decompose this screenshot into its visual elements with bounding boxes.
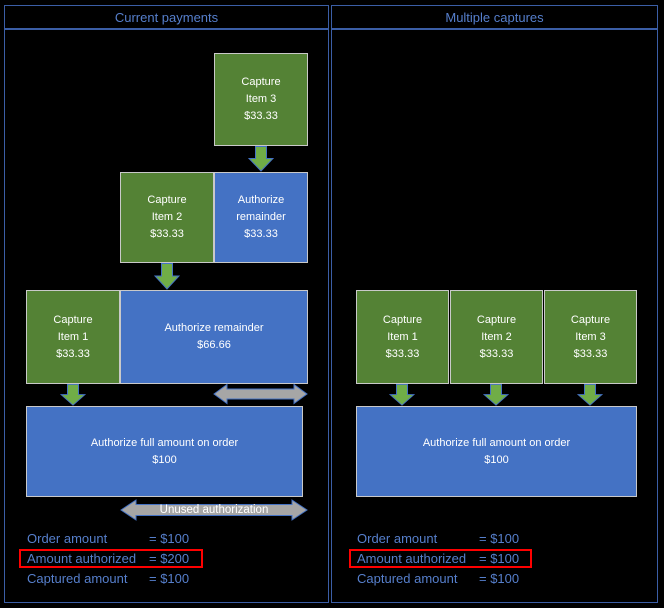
summary-value: = $100 — [479, 551, 520, 566]
summary-value: = $100 — [479, 571, 520, 586]
left-authorize-remainder-66-box: Authorize remainder $66.66 — [120, 290, 308, 384]
left-capture-item3-box: Capture Item 3 $33.33 — [214, 53, 308, 146]
box-line: Capture — [53, 313, 93, 326]
left-panel-header: Current payments — [4, 5, 329, 29]
box-line: $33.33 — [150, 228, 184, 240]
right-authorize-full-box: Authorize full amount on order $100 — [356, 406, 637, 497]
box-line: Authorize — [237, 194, 285, 206]
down-arrow-icon — [577, 384, 603, 406]
left-authorize-full-box: Authorize full amount on order $100 — [26, 406, 303, 497]
summary-row-amount-authorized: Amount authorized = $200 — [20, 550, 189, 568]
box-line: Item 1 — [57, 330, 89, 343]
box-line: Item 1 — [387, 330, 418, 343]
box-line: $100 — [484, 453, 509, 466]
summary-row-captured-amount: Captured amount = $100 — [20, 570, 189, 588]
double-arrow-icon — [213, 383, 308, 405]
box-line: $33.33 — [244, 228, 278, 240]
down-arrow-icon — [60, 384, 86, 406]
box-line: Item 3 — [245, 93, 277, 105]
left-panel-body — [4, 29, 329, 603]
right-capture-item2-box: Capture Item 2 $33.33 — [450, 290, 543, 384]
right-panel-title: Multiple captures — [445, 9, 544, 25]
box-line: $66.66 — [197, 339, 231, 351]
summary-label: Order amount — [357, 531, 438, 546]
unused-authorization-label: Unused authorization — [159, 504, 269, 516]
box-line: $33.33 — [56, 347, 90, 360]
left-capture-item2-box: Capture Item 2 $33.33 — [120, 172, 214, 263]
summary-value: = $100 — [149, 571, 190, 586]
box-line: Capture — [382, 313, 423, 326]
box-line: Authorize full amount on order — [90, 436, 239, 449]
box-line: Authorize full amount on order — [422, 436, 571, 449]
summary-value: = $100 — [479, 531, 520, 546]
box-line: $33.33 — [244, 110, 278, 122]
right-panel-body — [331, 29, 658, 603]
summary-label: Captured amount — [27, 571, 128, 586]
right-capture-item3-box: Capture Item 3 $33.33 — [544, 290, 637, 384]
box-line: Item 2 — [481, 330, 512, 343]
box-line: Capture — [241, 76, 281, 88]
box-line: Item 3 — [575, 330, 606, 343]
summary-row-order-amount: Order amount = $100 — [20, 530, 189, 548]
summary-label: Amount authorized — [357, 551, 467, 566]
right-panel-header: Multiple captures — [331, 5, 658, 29]
summary-label: Amount authorized — [27, 551, 137, 566]
summary-label: Captured amount — [357, 571, 458, 586]
down-arrow-icon — [483, 384, 509, 406]
summary-row-captured-amount: Captured amount = $100 — [350, 570, 519, 588]
left-panel-title: Current payments — [114, 9, 219, 25]
box-line: $33.33 — [573, 347, 608, 360]
summary-row-amount-authorized: Amount authorized = $100 — [350, 550, 519, 568]
left-authorize-remainder-33-box: Authorize remainder $33.33 — [214, 172, 308, 263]
box-line: Capture — [476, 313, 517, 326]
box-line: Capture — [147, 194, 187, 206]
box-line: Capture — [570, 313, 611, 326]
box-line: $33.33 — [479, 347, 514, 360]
box-line: $100 — [152, 453, 177, 466]
summary-value: = $200 — [149, 551, 190, 566]
down-arrow-icon — [248, 146, 274, 172]
summary-value: = $100 — [149, 531, 190, 546]
box-line: $33.33 — [385, 347, 420, 360]
left-capture-item1-box: Capture Item 1 $33.33 — [26, 290, 120, 384]
summary-row-order-amount: Order amount = $100 — [350, 530, 519, 548]
box-line: Authorize remainder — [164, 322, 264, 334]
right-capture-item1-box: Capture Item 1 $33.33 — [356, 290, 449, 384]
box-line: Item 2 — [151, 211, 183, 223]
box-line: remainder — [236, 211, 286, 223]
unused-authorization-arrow: Unused authorization — [120, 499, 308, 521]
summary-label: Order amount — [27, 531, 108, 546]
down-arrow-icon — [154, 263, 180, 290]
down-arrow-icon — [389, 384, 415, 406]
